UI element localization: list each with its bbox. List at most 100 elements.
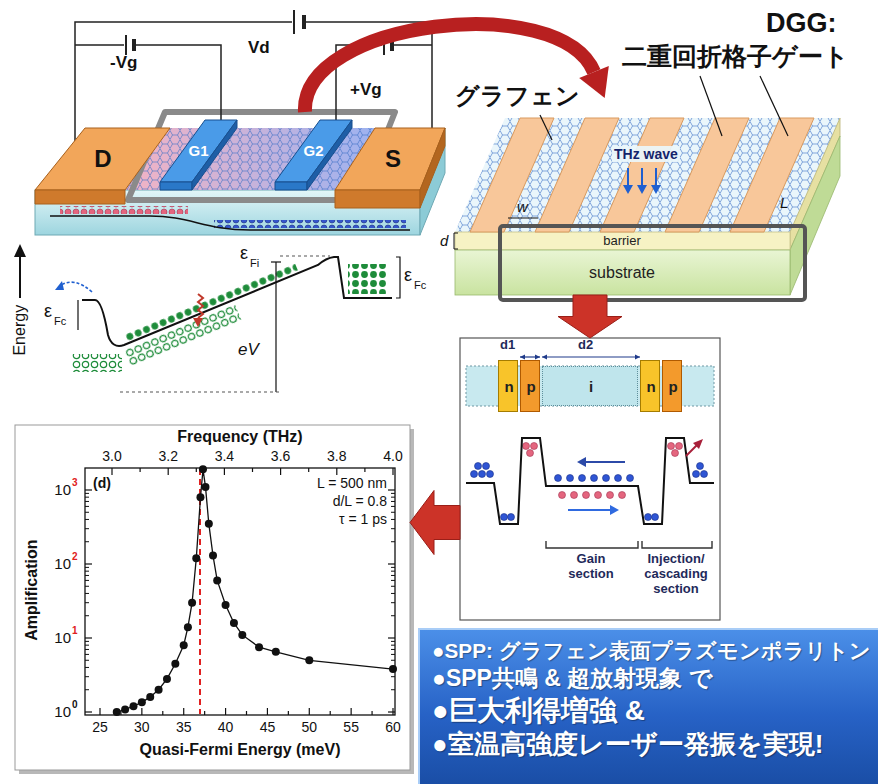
node-text: Amplification [24, 539, 42, 640]
dgg-device-part-part [655, 168, 657, 186]
axis-tick [85, 602, 89, 603]
axis-tick [391, 615, 395, 616]
dgg-device-part [470, 118, 554, 232]
band-diagram-part [198, 294, 203, 318]
inset-illustration-part-part [615, 475, 622, 482]
dgg-device-part [665, 118, 749, 232]
node-text: n [504, 378, 513, 395]
axis-tick [388, 711, 395, 712]
gate-electrode: G2 [275, 120, 352, 190]
bias-wires-part [125, 35, 127, 55]
label-text: 3 [72, 477, 78, 489]
plot-frame [85, 468, 395, 715]
axis-tick [85, 645, 89, 646]
data-point [180, 641, 188, 649]
inset-illustration-part-part [668, 443, 675, 450]
axis-tick [391, 512, 395, 513]
axis-tick [85, 615, 89, 616]
dgg-device-part [700, 76, 722, 136]
axis-tick [391, 593, 395, 594]
gate-electrode: G1 [160, 120, 237, 190]
inset-illustration-part [568, 509, 612, 511]
axis-tick [391, 501, 395, 502]
axis-tick [85, 641, 89, 642]
data-line [117, 469, 393, 712]
axis-tick [196, 468, 197, 472]
inset-illustration-part [693, 439, 703, 449]
node-text: Quasi-Fermi Energy (meV) [140, 741, 341, 759]
data-point [238, 631, 246, 639]
label-text: 45 [260, 719, 276, 735]
label-text: +Vg [350, 80, 382, 100]
axis-tick [85, 528, 89, 529]
zoom-arrow-head [579, 66, 609, 98]
axis-tick [391, 541, 395, 542]
axis-tick [391, 493, 395, 494]
substrate-layer: substrate [455, 250, 790, 295]
p-region: p [662, 360, 682, 412]
gate-electrode-face [275, 182, 307, 190]
axis-tick [85, 676, 89, 677]
node-text: G1 [188, 142, 208, 159]
axis-tick [183, 708, 184, 715]
inset-panel: d1d2Gain sectionInjection/ cascading sec… [460, 338, 720, 620]
dgg-device-part [535, 118, 619, 232]
device-illustration-part [214, 220, 406, 228]
axis-tick [336, 468, 337, 475]
dgg-device-part [455, 232, 790, 250]
dgg-device-part-part [641, 168, 643, 186]
band-diagram-part [19, 254, 21, 298]
inset-illustration-part-part [475, 463, 482, 470]
source-electrode-face [420, 128, 445, 208]
i-region: i [542, 366, 638, 406]
axis-tick [85, 519, 89, 520]
axis-tick [85, 571, 89, 572]
inset-illustration [460, 338, 720, 620]
data-point [213, 576, 221, 584]
inset-illustration-part [535, 355, 540, 360]
axis-tick [85, 593, 89, 594]
chart-frame [15, 425, 414, 774]
inset-illustration-part [460, 338, 720, 620]
label-text: Fi [250, 257, 259, 270]
label-text: (d) [93, 475, 111, 491]
label-text: 二重回折格子ゲート [622, 42, 849, 71]
axis-tick [99, 708, 100, 715]
drain-electrode: D [35, 128, 170, 204]
node-text: barrier [603, 234, 641, 249]
node-text: p [668, 378, 677, 395]
inset-illustration-part-part [607, 492, 614, 499]
label-text: 10 [54, 629, 71, 646]
axis-tick [288, 711, 289, 715]
axis-tick [391, 689, 395, 690]
axis-tick [85, 586, 89, 587]
data-point [205, 520, 213, 528]
axis-tick [391, 580, 395, 581]
data-point [163, 675, 171, 683]
dgg-device-part [637, 185, 647, 194]
axis-tick [280, 468, 281, 475]
axis-tick [85, 506, 89, 507]
axis-tick [141, 708, 142, 715]
axis-tick [391, 575, 395, 576]
label-text: 25 [92, 719, 108, 735]
label-text: eV [238, 340, 259, 360]
inset-illustration-part [584, 461, 625, 463]
label-text: ε [240, 243, 248, 264]
axis-tick [85, 563, 92, 564]
axis-tick [308, 468, 309, 472]
axis-tick [85, 493, 89, 494]
node-text: Frequency (THz) [177, 428, 302, 446]
inset-illustration-part-part [508, 514, 515, 521]
label-text: ε [404, 265, 412, 286]
axis-tick [85, 541, 89, 542]
dgg-device-part [455, 118, 840, 232]
data-point [199, 465, 207, 473]
inset-illustration-part-part [583, 492, 590, 499]
label-text: Fc [54, 315, 66, 328]
node-text: n [646, 378, 655, 395]
dgg-device-part-part [627, 168, 629, 186]
data-point [209, 552, 217, 560]
inset-illustration-part [642, 541, 712, 548]
